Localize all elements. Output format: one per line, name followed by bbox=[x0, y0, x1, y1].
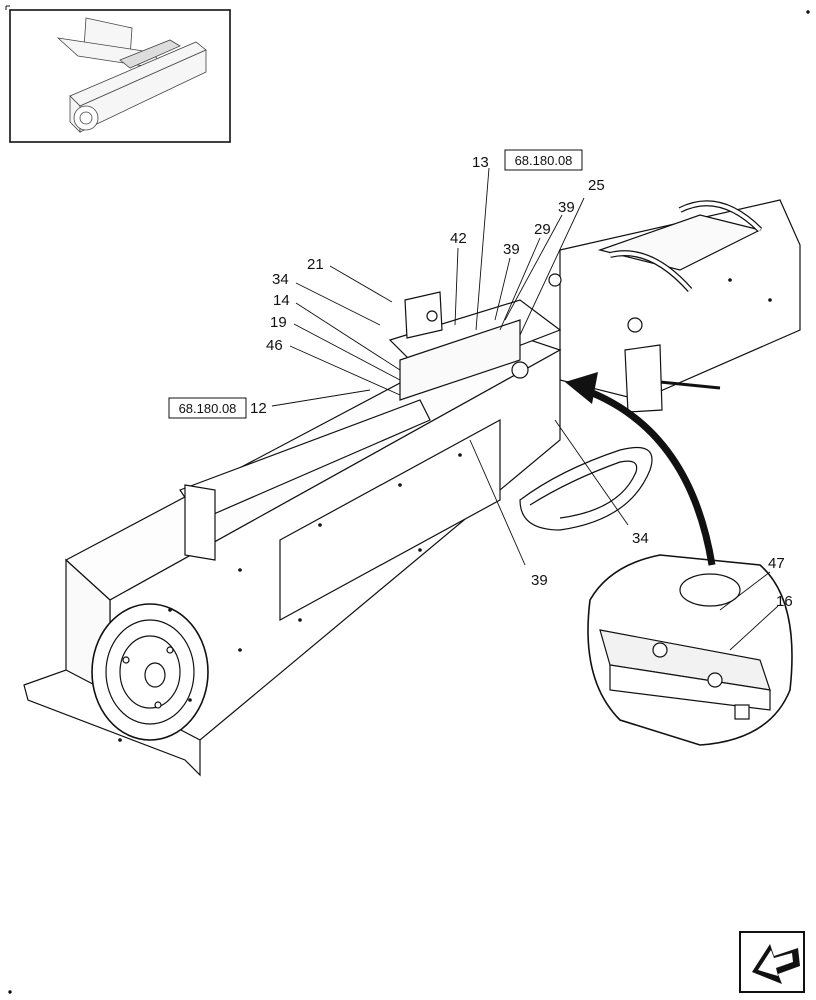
callout-34-bottom: 34 bbox=[632, 530, 649, 547]
callout-21: 21 bbox=[307, 256, 324, 273]
next-page-arrow-icon[interactable] bbox=[739, 931, 805, 993]
callout-39-top: 39 bbox=[558, 199, 575, 216]
callout-39-bottom: 39 bbox=[531, 572, 548, 589]
callout-13: 13 bbox=[472, 154, 489, 171]
callout-34-top: 34 bbox=[272, 271, 289, 288]
callout-labels: 13 25 39 29 42 39 21 34 14 19 46 12 34 3… bbox=[250, 154, 793, 610]
callout-16: 16 bbox=[776, 593, 793, 610]
callout-42: 42 bbox=[450, 230, 467, 247]
detail-inset bbox=[587, 554, 793, 746]
reference-label-top: 68.180.08 bbox=[515, 153, 573, 168]
leader-lines bbox=[271, 167, 779, 651]
reference-box-left[interactable]: 68.180.08 bbox=[168, 397, 247, 419]
callout-14: 14 bbox=[273, 292, 290, 309]
callout-12: 12 bbox=[250, 400, 267, 417]
main-frame bbox=[23, 199, 801, 777]
reference-box-top[interactable]: 68.180.08 bbox=[504, 149, 583, 171]
callout-19: 19 bbox=[270, 314, 287, 331]
callout-39-mid: 39 bbox=[503, 241, 520, 258]
callout-29: 29 bbox=[534, 221, 551, 238]
detail-pointer-arrow bbox=[565, 372, 716, 566]
corner-marks bbox=[5, 5, 810, 994]
callout-25: 25 bbox=[588, 177, 605, 194]
reference-label-left: 68.180.08 bbox=[179, 401, 237, 416]
overview-thumbnail bbox=[9, 9, 231, 143]
callout-46: 46 bbox=[266, 337, 283, 354]
callout-47: 47 bbox=[768, 555, 785, 572]
